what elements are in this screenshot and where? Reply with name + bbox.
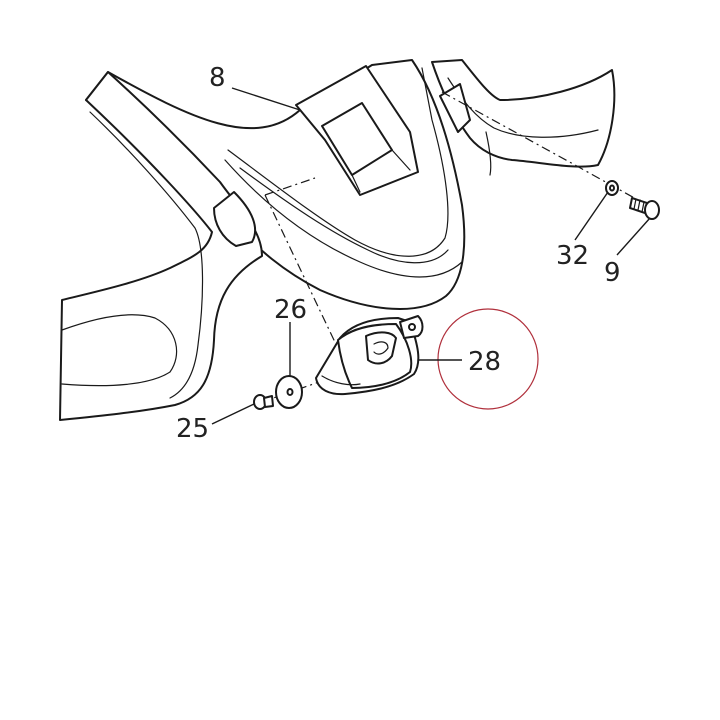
part-28-emblem-mark <box>373 341 389 355</box>
part-9-screw <box>629 197 660 220</box>
lower-frame-inner-curve <box>61 314 178 387</box>
part-9-screw-head <box>644 200 660 220</box>
lower-frame-lug <box>213 191 257 247</box>
right-bracket-shell <box>431 59 616 168</box>
callout-26: 26 <box>274 295 307 325</box>
part-28-cover <box>315 315 424 396</box>
leader-25 <box>211 403 255 425</box>
lower-frame-body <box>59 71 263 421</box>
fairing-panel <box>85 59 466 310</box>
right-bracket <box>431 59 616 176</box>
fairing-inner-ridge-2 <box>239 167 449 264</box>
part-26-washer <box>275 375 303 409</box>
callout-8: 8 <box>209 63 226 93</box>
right-bracket-tab <box>439 83 471 133</box>
fairing-lower-edge <box>224 159 463 278</box>
fairing-vent-edge <box>351 149 411 193</box>
callout-25: 25 <box>176 414 209 444</box>
part-32-washer-hole <box>609 184 615 192</box>
lower-frame-crease <box>89 111 204 399</box>
highlight-circle-28 <box>437 308 539 410</box>
leader-lines <box>211 87 651 425</box>
part-28-rim <box>321 375 361 386</box>
callout-32: 32 <box>556 241 589 271</box>
assembly-line-28-left <box>264 194 353 379</box>
part-28-emblem <box>365 331 397 365</box>
lower-left-frame <box>59 71 263 421</box>
part-32-washer <box>605 180 619 196</box>
right-bracket-post <box>485 131 492 176</box>
part-9-screw-thread <box>633 198 645 213</box>
callout-labels: 8 32 9 26 28 25 <box>176 63 621 444</box>
leader-32 <box>574 191 609 241</box>
callout-28: 28 <box>468 347 501 377</box>
callout-9: 9 <box>604 258 621 288</box>
fairing-inner-ridge <box>227 67 449 257</box>
assembly-line-28-top <box>264 177 316 196</box>
leader-8 <box>231 87 301 111</box>
part-28-tab-hole <box>408 323 416 331</box>
part-25-screw <box>253 394 274 410</box>
fairing-upper-shell <box>85 59 466 310</box>
part-26-washer-hole <box>286 388 294 396</box>
part-25-screw-shank <box>263 395 274 408</box>
leader-9 <box>616 217 651 256</box>
